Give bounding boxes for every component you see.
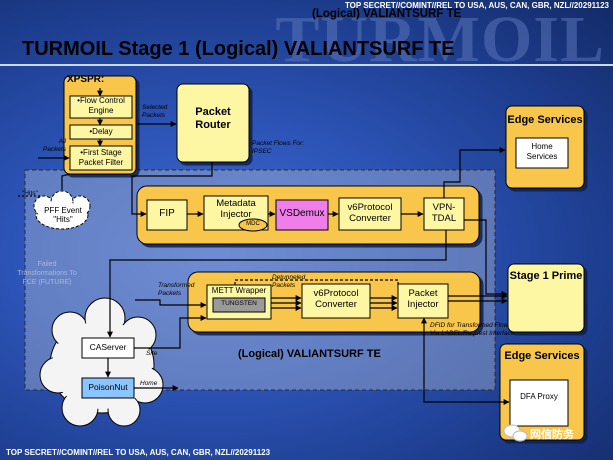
home-note: Home (140, 380, 158, 387)
slide-title: TURMOIL Stage 1 (Logical) VALIANTSURF TE (22, 38, 455, 60)
logical-label: (Logical) VALIANTSURF TE (238, 348, 381, 360)
selected-packets-note: Selected Packets (142, 104, 168, 119)
site-note: Site (146, 350, 158, 357)
dfid-note: DFID for Transformed Flow Via LABEL/Requ… (430, 322, 515, 337)
top-classification-banner: TOP SECRET//COMINT//REL TO USA, AUS, CAN… (344, 1, 609, 10)
all-packets-note: All Packets (42, 138, 66, 153)
packet-router-label: Packet Router (195, 106, 231, 131)
first-stage-box (69, 145, 133, 171)
transformed-packets-note: Transformed Packets (158, 282, 195, 297)
wechat-label: 网信防务 (530, 429, 574, 441)
poisonnut-label: PoisonNut (88, 382, 128, 392)
delay-label: •Delay (89, 127, 113, 136)
stage1-prime-box (507, 263, 585, 333)
wechat-icon (503, 424, 528, 442)
metadata-injector-box (203, 195, 269, 231)
tungsten-label: TUNGSTEN (221, 300, 257, 307)
pff-cloud (33, 190, 91, 230)
connectors (18, 88, 510, 405)
vsdemux-label: VSDemux (279, 208, 325, 219)
mdc-label: MDC (246, 221, 260, 227)
packet-injector-label: Packet Injector (407, 288, 439, 310)
tungsten-box (212, 297, 266, 313)
xpspr-label: XPSPR: (67, 74, 105, 85)
v6protocol-2-box (301, 283, 371, 319)
subtitle: (Logical) VALIANTSURF TE (312, 8, 462, 20)
v6protocol-2-label: v6Protocol Converter (313, 288, 359, 310)
vpn-tdal-box (423, 197, 465, 231)
fip-box (146, 199, 188, 231)
title-rule (0, 64, 613, 66)
flow-control-label: •Flow Control Engine (77, 96, 125, 115)
failed-transformation-note: Failed Transformations To FCE (FUTURE) (17, 261, 77, 286)
edge-services-1-label: Edge Services (507, 114, 583, 126)
v6protocol-1-label: v6Protocol Converter (347, 202, 393, 224)
turmoil-watermark: TURMOIL (275, 3, 605, 76)
metadata-injector-label: Metadata Injector (216, 198, 256, 220)
v6protocol-1-box (338, 197, 402, 231)
home-services-box (515, 137, 569, 169)
packet-router-box (176, 83, 250, 163)
first-stage-label: •First Stage Packet Filter (78, 148, 124, 167)
vsdemux-box (275, 199, 329, 231)
packet-flows-note: Packet Flows For: IPSEC (252, 140, 305, 155)
fip-label: FIP (159, 208, 175, 219)
packet-injector-box (397, 283, 449, 319)
vpn-tdal-label: VPN-TDAL (431, 202, 457, 224)
home-services-label: Home Services (526, 142, 558, 161)
hits-note: "Hits" (22, 190, 38, 197)
mett-wrapper-label: METT Wrapper (211, 286, 267, 295)
dfa-proxy-box (509, 379, 569, 427)
stage1-prime-label: Stage 1 Prime (509, 270, 583, 282)
dfa-proxy-label: DFA Proxy (520, 392, 558, 401)
mdc-badge (238, 218, 268, 232)
pff-event-label: PFF Event "Hits" (44, 206, 82, 224)
caserver-label: CAServer (89, 342, 127, 352)
detunneled-packets-note: Detunneled Packets (272, 274, 306, 289)
edge-services-2-label: Edge Services (504, 350, 580, 362)
bottom-classification-banner: TOP SECRET//COMINT//REL TO USA, AUS, CAN… (6, 448, 271, 457)
